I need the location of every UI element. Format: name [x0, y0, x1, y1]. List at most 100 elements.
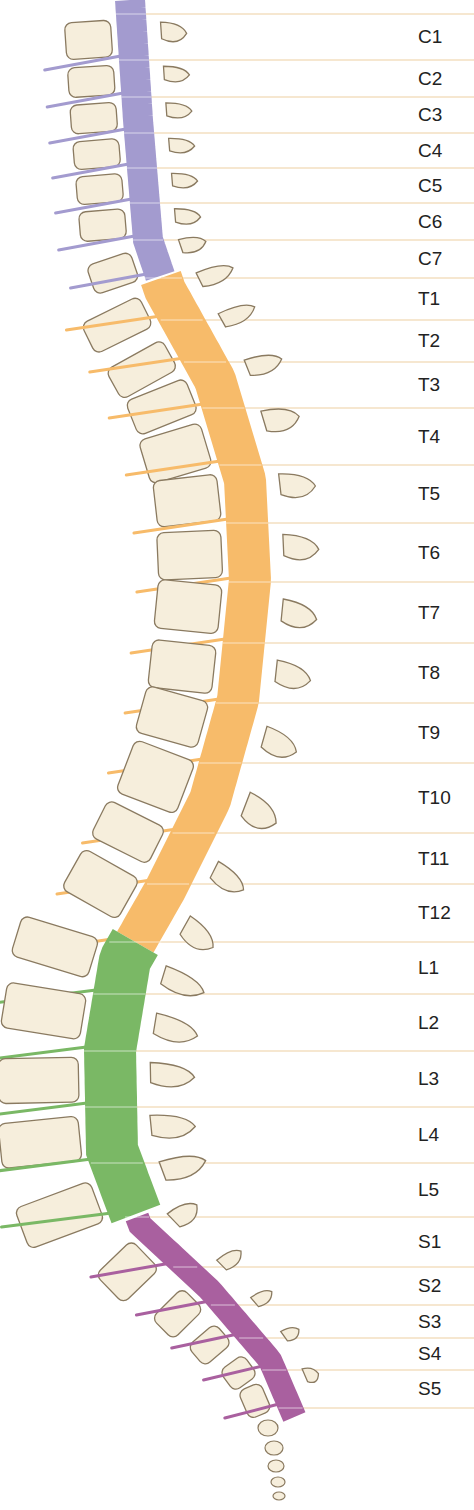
- spinous-process: [150, 1111, 196, 1140]
- vertebral-body: [157, 530, 223, 580]
- segment-label: C6: [416, 211, 444, 233]
- vertebral-body: [0, 1057, 79, 1103]
- vertebral-body: [0, 982, 86, 1040]
- segment-line: [184, 362, 226, 363]
- nerve-root: [0, 1159, 91, 1173]
- level-line: [220, 762, 474, 764]
- vertebral-body: [76, 173, 124, 205]
- level-line: [142, 167, 474, 169]
- level-line: [131, 13, 474, 15]
- spinous-process: [153, 1013, 200, 1045]
- segment-label: T10: [416, 787, 453, 809]
- spinous-process: [178, 916, 221, 956]
- level-line: [250, 581, 474, 583]
- level-line: [223, 407, 474, 409]
- vertebral-body: [70, 102, 118, 134]
- vertebral-body: [153, 474, 222, 527]
- level-line: [111, 1106, 474, 1108]
- nerve-root: [172, 1334, 238, 1348]
- nerve-root: [71, 274, 147, 288]
- nerve-root: [204, 1366, 263, 1380]
- spinous-process: [281, 599, 319, 629]
- segment-label: C4: [416, 140, 444, 162]
- spinous-process: [274, 660, 312, 690]
- segment-line: [84, 1051, 136, 1052]
- segment-label: T8: [416, 662, 442, 684]
- spinous-process: [163, 65, 189, 83]
- nerve-root: [136, 1301, 209, 1315]
- vertebral-body: [61, 848, 140, 920]
- spinous-process: [260, 726, 301, 761]
- nerve-root: [91, 1263, 171, 1277]
- coccyx: [268, 1460, 284, 1472]
- segment-line: [223, 643, 265, 644]
- segment-label: T7: [416, 602, 442, 624]
- level-line: [168, 883, 474, 885]
- spinal-cord: [130, 0, 160, 276]
- segment-label: L5: [416, 1179, 441, 1201]
- segment-label: S5: [416, 1378, 443, 1400]
- segment-label: T2: [416, 330, 442, 352]
- level-line: [237, 702, 474, 704]
- spinous-process: [166, 101, 192, 119]
- level-line: [244, 642, 474, 644]
- segment-label: C1: [416, 26, 444, 48]
- spinous-process: [150, 1062, 194, 1088]
- spinous-process: [302, 1364, 321, 1385]
- segment-label: T4: [416, 426, 442, 448]
- coccyx: [273, 1492, 285, 1500]
- vertebral-body: [86, 251, 139, 295]
- segment-label: T3: [416, 374, 442, 396]
- segment-line: [127, 168, 157, 169]
- spinous-process: [218, 297, 258, 330]
- segment-line: [211, 1305, 235, 1306]
- spinous-process: [174, 207, 201, 225]
- vertebral-body: [135, 685, 210, 748]
- level-line: [194, 832, 474, 834]
- spinous-process: [261, 401, 302, 435]
- vertebral-body: [67, 65, 115, 98]
- segment-label: S1: [416, 1231, 443, 1253]
- spinous-process: [251, 1285, 276, 1309]
- spinous-process: [161, 21, 188, 43]
- segment-label: L1: [416, 957, 441, 979]
- segment-line: [147, 884, 189, 885]
- segment-line: [202, 408, 244, 409]
- segment-line: [93, 994, 145, 995]
- segment-label: T1: [416, 288, 442, 310]
- spinous-process: [239, 792, 283, 834]
- segment-line: [161, 320, 203, 321]
- segment-line: [262, 1370, 286, 1371]
- segment-label: C2: [416, 68, 444, 90]
- segment-line: [216, 703, 258, 704]
- segment-label: C3: [416, 104, 444, 126]
- segment-line: [116, 14, 146, 15]
- nerve-root: [66, 316, 160, 330]
- nerve-root: [225, 1404, 279, 1418]
- spinous-process: [178, 231, 207, 255]
- segment-label: S2: [416, 1275, 443, 1297]
- segment-line: [85, 1107, 137, 1108]
- spinal-cord: [110, 942, 136, 1214]
- level-line: [241, 464, 474, 466]
- segment-label: L4: [416, 1124, 441, 1146]
- coccyx: [265, 1441, 283, 1455]
- nerve-root: [126, 461, 220, 475]
- spinous-process: [159, 1146, 209, 1184]
- segment-line: [173, 833, 215, 834]
- nerve-root: [59, 236, 135, 250]
- spinous-process: [283, 533, 319, 561]
- spinous-process: [172, 171, 199, 189]
- segment-label: L3: [416, 1068, 441, 1090]
- segment-line: [239, 1338, 263, 1339]
- coccyx: [271, 1477, 285, 1487]
- segment-line: [109, 942, 161, 943]
- vertebral-body: [90, 800, 165, 865]
- nerve-root: [90, 358, 184, 372]
- spinous-process: [169, 136, 196, 154]
- nerve-root: [109, 404, 203, 418]
- spinous-process: [196, 257, 236, 289]
- spinous-process: [159, 966, 208, 1001]
- segment-line: [121, 97, 151, 98]
- nerve-root: [0, 1103, 87, 1117]
